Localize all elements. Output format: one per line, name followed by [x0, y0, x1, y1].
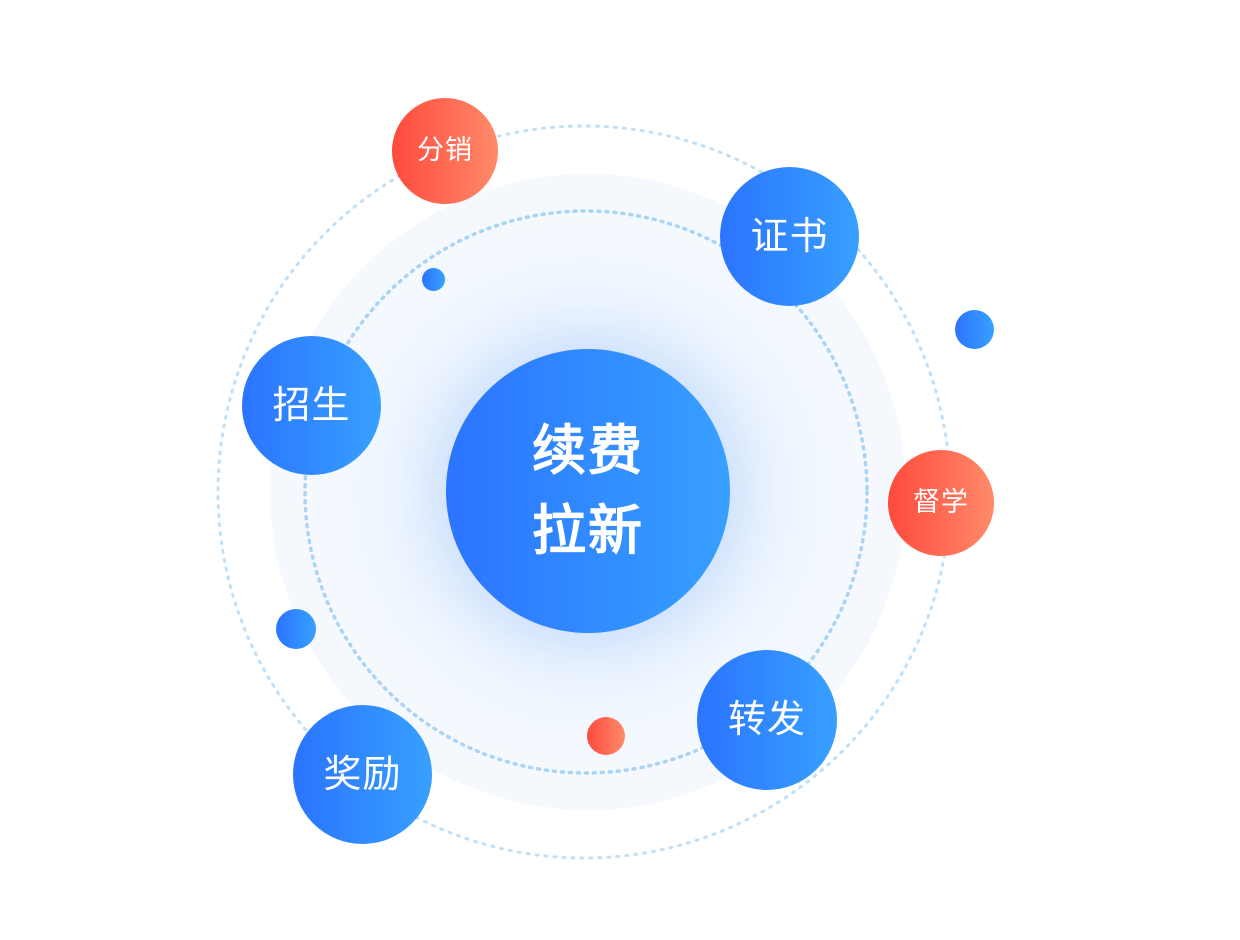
node-zhengshu: 证书 — [720, 167, 859, 306]
node-zhaosheng: 招生 — [242, 336, 381, 475]
node-zhuanfa: 转发 — [697, 650, 837, 790]
node-zhaosheng-label: 招生 — [272, 382, 351, 427]
node-jiangli-label: 奖励 — [323, 751, 402, 796]
decorative-dot — [276, 609, 316, 649]
inner-orbit-ring — [303, 209, 869, 775]
node-fenxiao: 分销 — [392, 98, 498, 204]
node-jiangli: 奖励 — [293, 705, 432, 844]
center-hub: 续费 拉新 — [446, 349, 730, 633]
node-zhengshu-label: 证书 — [750, 213, 829, 258]
node-zhuanfa-label: 转发 — [727, 697, 806, 742]
decorative-dot — [587, 717, 625, 755]
node-fenxiao-label: 分销 — [417, 135, 473, 167]
node-duxue: 督学 — [888, 450, 994, 556]
decorative-dot — [422, 268, 445, 291]
node-duxue-label: 督学 — [913, 487, 969, 519]
center-label-line1: 续费 — [532, 419, 644, 482]
decorative-dot — [955, 310, 994, 349]
center-label-line2: 拉新 — [532, 499, 644, 562]
